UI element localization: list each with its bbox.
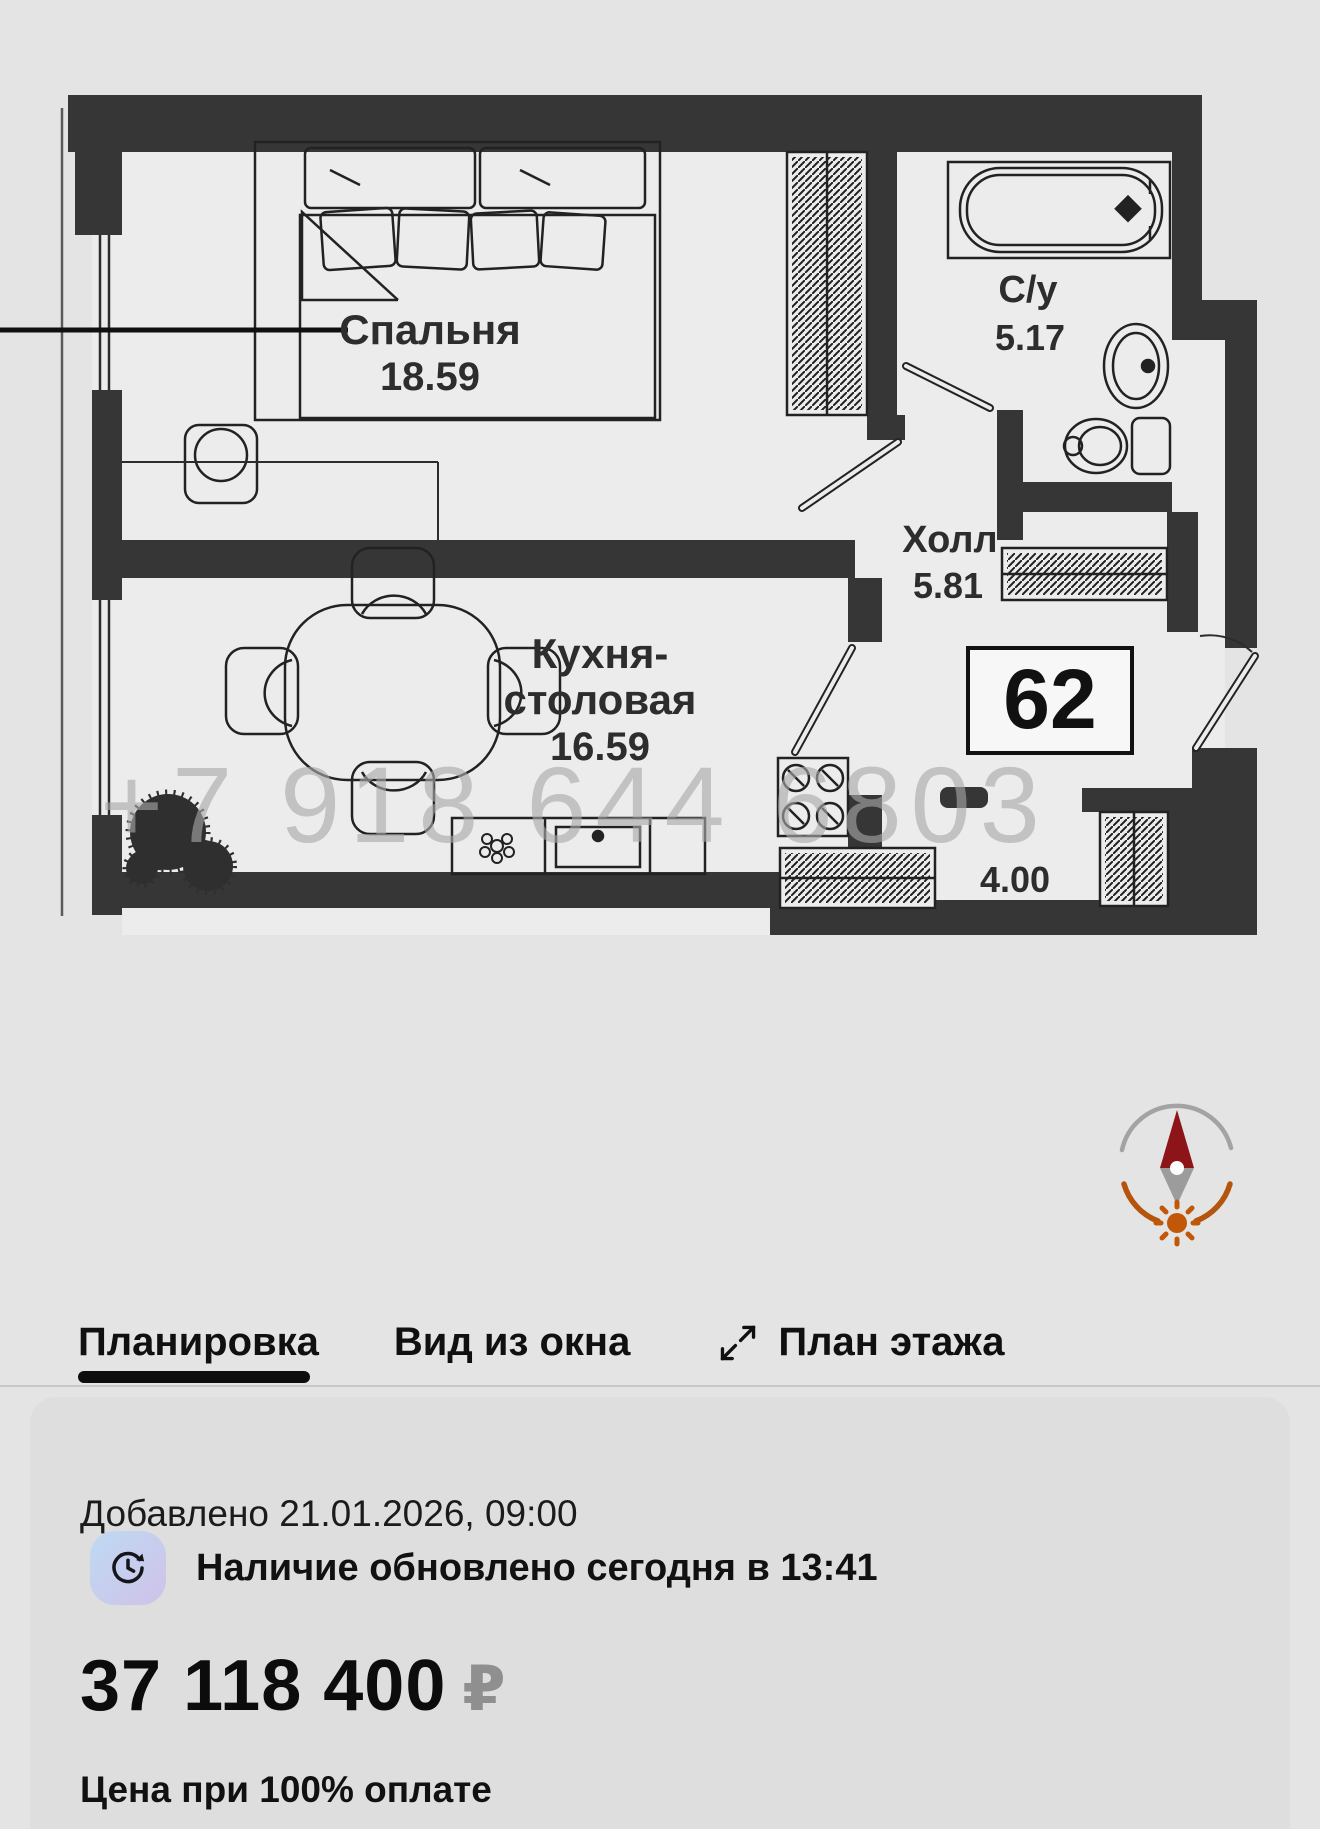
- hall-label: Холл: [902, 519, 997, 561]
- bathroom-label: С/у: [998, 269, 1057, 311]
- bedroom-label: Спальня: [339, 306, 520, 353]
- kitchen-label1: Кухня-: [532, 630, 669, 677]
- plant: [122, 789, 237, 895]
- kitchen-label2: столовая: [504, 676, 697, 723]
- tab-floor-plan[interactable]: План этажа: [778, 1320, 1005, 1364]
- kitchen-counter: [450, 816, 707, 876]
- added-date: Добавлено 21.01.2026, 09:00: [80, 1493, 578, 1534]
- ruble-sign: ₽: [462, 1655, 506, 1724]
- price-note: Цена при 100% оплате: [80, 1769, 492, 1810]
- media-tabs: Планировка Вид из окна План этажа: [78, 1320, 1005, 1365]
- decor-flower: [479, 833, 515, 864]
- tab-window-view[interactable]: Вид из окна: [393, 1320, 631, 1364]
- compass-icon: [1119, 1103, 1234, 1247]
- room-labels: Спальня 18.59 Кухня- столовая 16.59 Холл…: [339, 269, 1065, 900]
- wardrobe-bedroom: [785, 150, 869, 417]
- floor-plan-image: Спальня 18.59 Кухня- столовая 16.59 Холл…: [0, 95, 1259, 1247]
- doors: [791, 362, 1259, 756]
- wardrobe-entry-horizontal: [778, 846, 937, 910]
- refresh-clock-icon: [90, 1531, 166, 1605]
- window-bedroom: [92, 235, 122, 390]
- tab-layout[interactable]: Планировка: [78, 1320, 319, 1364]
- window-kitchen: [92, 600, 122, 815]
- bedside-table: [183, 423, 259, 505]
- availability-row: Наличие обновлено сегодня в 13:41: [90, 1531, 878, 1605]
- entry-area: 4.00: [980, 859, 1050, 900]
- active-tab-indicator: [78, 1371, 310, 1383]
- bathroom-area: 5.17: [995, 317, 1065, 358]
- expand-icon[interactable]: [716, 1321, 760, 1365]
- price-value: 37 118 400: [80, 1646, 447, 1726]
- apartment-number-box: 62: [966, 646, 1134, 755]
- listing-info-card: Добавлено 21.01.2026, 09:00 Наличие обно…: [30, 1397, 1290, 1829]
- kitchen-area: 16.59: [550, 725, 650, 769]
- dining-table: [224, 546, 562, 836]
- bed: [253, 140, 662, 422]
- apartment-number: 62: [1003, 652, 1096, 746]
- stove: [776, 756, 850, 838]
- bathtub: [946, 160, 1172, 260]
- bathroom-sink: [1102, 322, 1170, 410]
- price-row: 37 118 400 ₽: [80, 1645, 506, 1727]
- wardrobe-hall: [1000, 546, 1169, 602]
- console-line: [122, 461, 439, 540]
- toilet: [1062, 416, 1172, 476]
- availability-updated: Наличие обновлено сегодня в 13:41: [196, 1546, 878, 1589]
- bedroom-area: 18.59: [380, 355, 480, 399]
- hall-area: 5.81: [913, 565, 983, 606]
- section-divider: [0, 1385, 1320, 1387]
- wardrobe-entry-vertical: [1098, 810, 1170, 908]
